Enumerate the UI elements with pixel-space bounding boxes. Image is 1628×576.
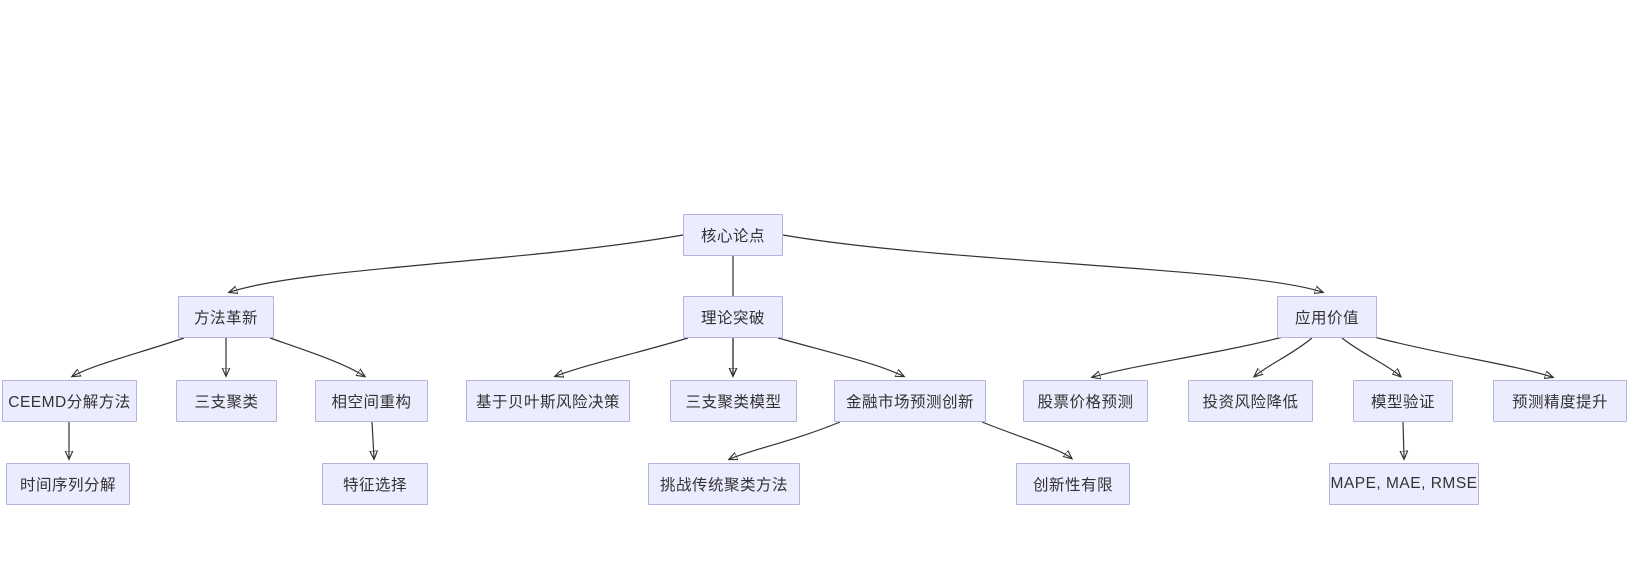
edge-theory-to-financial-innovation [777, 337, 903, 376]
edge-application-to-stock-prediction [1093, 336, 1284, 377]
node-phase-space-reconstruction: 相空间重构 [315, 380, 428, 422]
edge-application-to-model-validation [1341, 337, 1400, 376]
node-three-way-clustering: 三支聚类 [176, 380, 277, 422]
node-time-series-decomposition: 时间序列分解 [6, 463, 130, 505]
edge-model-validation-to-metrics [1403, 421, 1404, 458]
node-financial-market-innovation: 金融市场预测创新 [834, 380, 986, 422]
edge-financial-to-limited-novelty [981, 421, 1071, 458]
edge-phase-space-to-feature-selection [372, 421, 374, 458]
edge-application-to-risk-reduction [1255, 337, 1313, 376]
node-stock-price-prediction: 股票价格预测 [1023, 380, 1148, 422]
node-three-way-clustering-model: 三支聚类模型 [670, 380, 797, 422]
edge-method-to-phase-space [269, 337, 364, 376]
node-ceemd-decomposition: CEEMD分解方法 [2, 380, 137, 422]
node-bayesian-risk-decision: 基于贝叶斯风险决策 [466, 380, 630, 422]
node-challenge-traditional-clustering: 挑战传统聚类方法 [648, 463, 800, 505]
edge-theory-to-bayesian-risk [556, 337, 689, 376]
node-core-thesis: 核心论点 [683, 214, 783, 256]
node-theory-breakthrough: 理论突破 [683, 296, 783, 338]
node-investment-risk-reduction: 投资风险降低 [1188, 380, 1313, 422]
edge-application-to-accuracy-improvement [1373, 336, 1552, 377]
edge-root-to-application-value [782, 234, 1322, 292]
node-feature-selection: 特征选择 [322, 463, 428, 505]
node-prediction-accuracy-improvement: 预测精度提升 [1493, 380, 1627, 422]
node-method-innovation: 方法革新 [178, 296, 274, 338]
edge-financial-to-challenge-clustering [730, 421, 841, 459]
node-model-validation: 模型验证 [1353, 380, 1453, 422]
edge-root-to-method-innovation [230, 234, 684, 292]
node-application-value: 应用价值 [1277, 296, 1377, 338]
edge-method-to-ceemd [73, 337, 185, 376]
node-error-metrics: MAPE, MAE, RMSE [1329, 463, 1479, 505]
node-limited-novelty: 创新性有限 [1016, 463, 1130, 505]
